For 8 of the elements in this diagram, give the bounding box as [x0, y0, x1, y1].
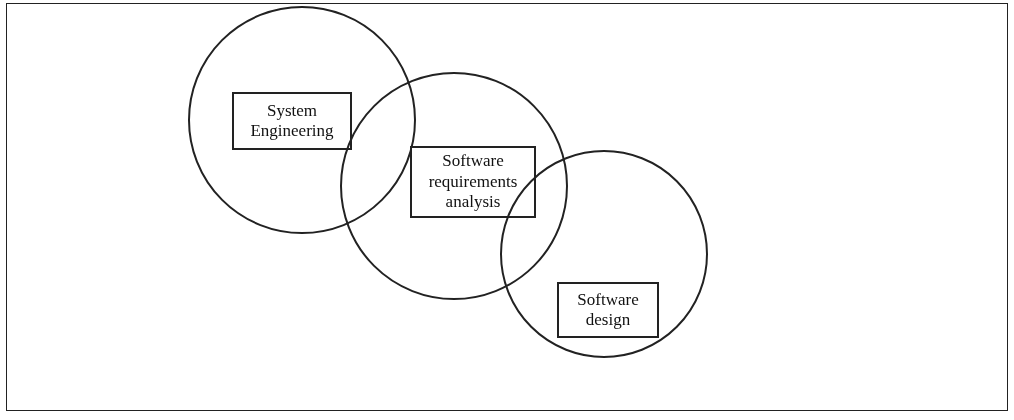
circle [340, 72, 568, 300]
box-label: Software requirements analysis [427, 151, 519, 213]
text-box [557, 282, 659, 338]
text-box [232, 92, 352, 150]
box-label: System Engineering [249, 100, 335, 142]
text-box [410, 146, 536, 218]
circle [188, 6, 416, 234]
box-label: Software design [576, 289, 640, 331]
